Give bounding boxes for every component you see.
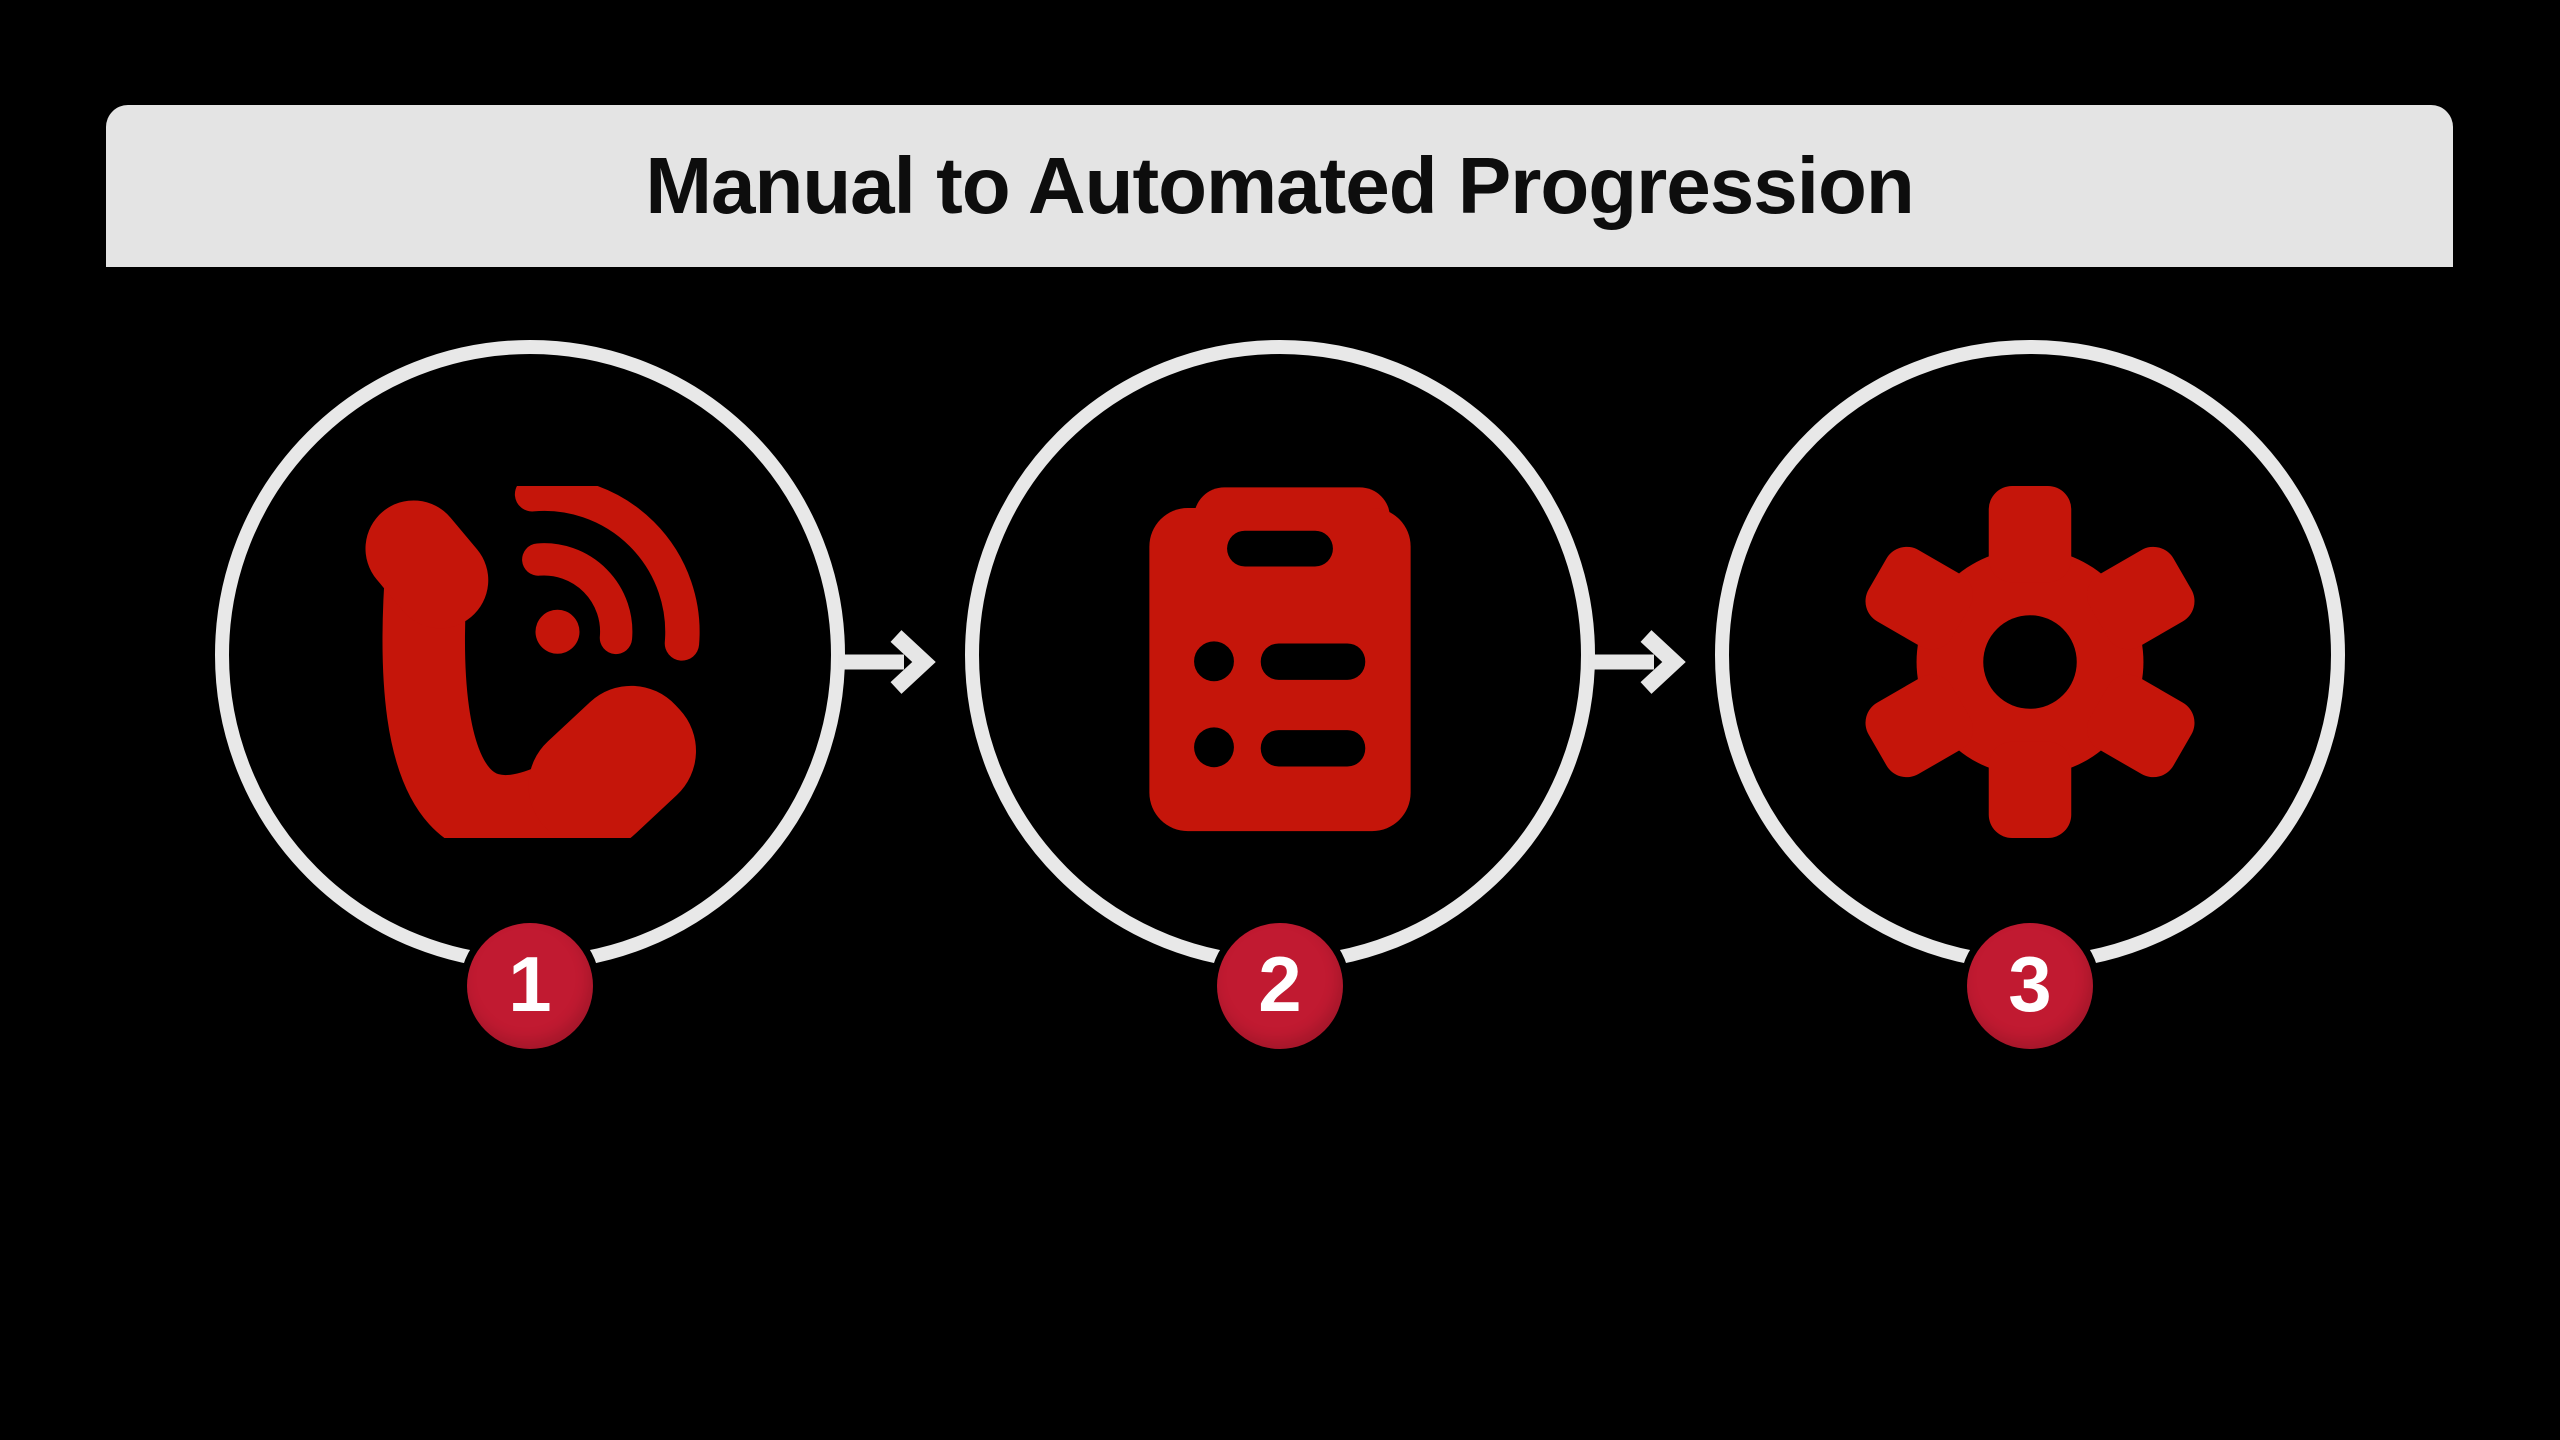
arrow-right-icon: [832, 622, 952, 702]
step-number-badge: 1: [467, 923, 593, 1049]
step-circle-1: 1: [215, 340, 845, 1049]
gear-icon: [1854, 486, 2206, 838]
clipboard-checklist-icon: [1104, 486, 1456, 838]
step-number: 3: [2008, 940, 2052, 1028]
step-circle-3: 3: [1715, 340, 2345, 1049]
step-number-badge: 2: [1217, 923, 1343, 1049]
title-bar: Manual to Automated Progression: [106, 105, 2453, 267]
step-number: 1: [508, 940, 552, 1028]
step-number-badge: 3: [1967, 923, 2093, 1049]
diagram-title: Manual to Automated Progression: [645, 141, 1914, 230]
step-number: 2: [1258, 940, 1302, 1028]
step-circle-2: 2: [965, 340, 1595, 1049]
arrow-right-icon: [1582, 622, 1702, 702]
phone-call-icon: [354, 486, 706, 838]
